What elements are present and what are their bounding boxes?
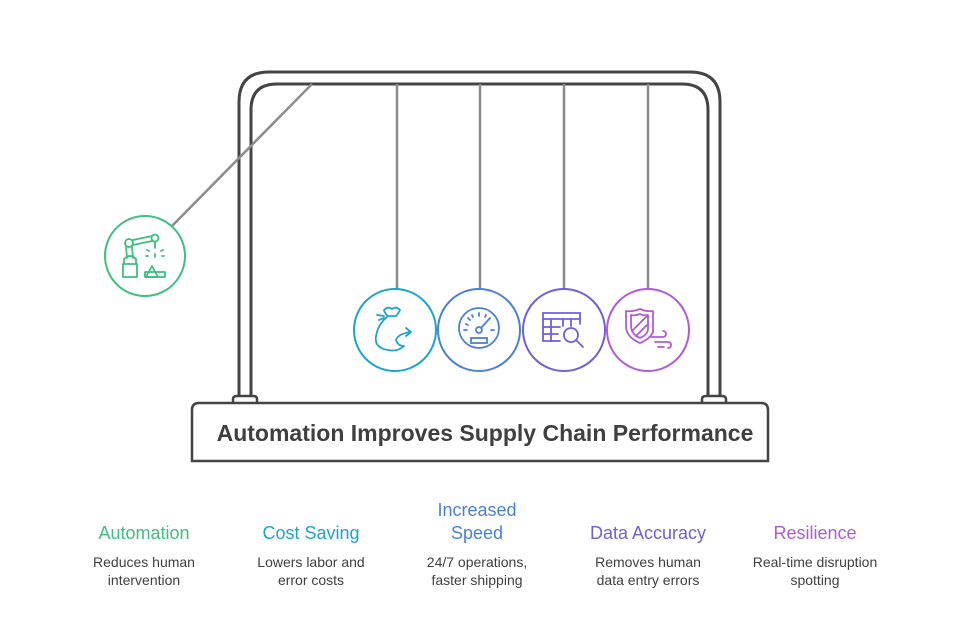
- diagram-title: Automation Improves Supply Chain Perform…: [217, 420, 754, 446]
- description-increased-speed: 24/7 operations,faster shipping: [426, 554, 528, 588]
- table-search-icon: [542, 312, 584, 348]
- title-base: [190, 401, 770, 463]
- frame-foot-right: [700, 394, 728, 403]
- robot-arm-icon: [122, 233, 166, 278]
- ball-data-accuracy: [522, 288, 606, 372]
- frame-outer: [237, 70, 722, 398]
- ball-increased-speed: [437, 288, 521, 372]
- ball-cost-saving: [353, 288, 437, 372]
- ball-resilience: [606, 288, 690, 372]
- string-automation: [171, 83, 313, 227]
- heading-data-accuracy: Data Accuracy: [589, 523, 707, 543]
- speedometer-icon: [458, 307, 500, 349]
- heading-cost-saving: Cost Saving: [262, 523, 360, 543]
- frame-foot-left: [231, 394, 259, 403]
- money-bag-icon: [374, 306, 412, 352]
- heading-resilience: Resilience: [773, 523, 857, 543]
- shield-wind-icon: [625, 308, 672, 349]
- ball-automation: [104, 215, 186, 297]
- heading-automation: Automation: [98, 523, 190, 543]
